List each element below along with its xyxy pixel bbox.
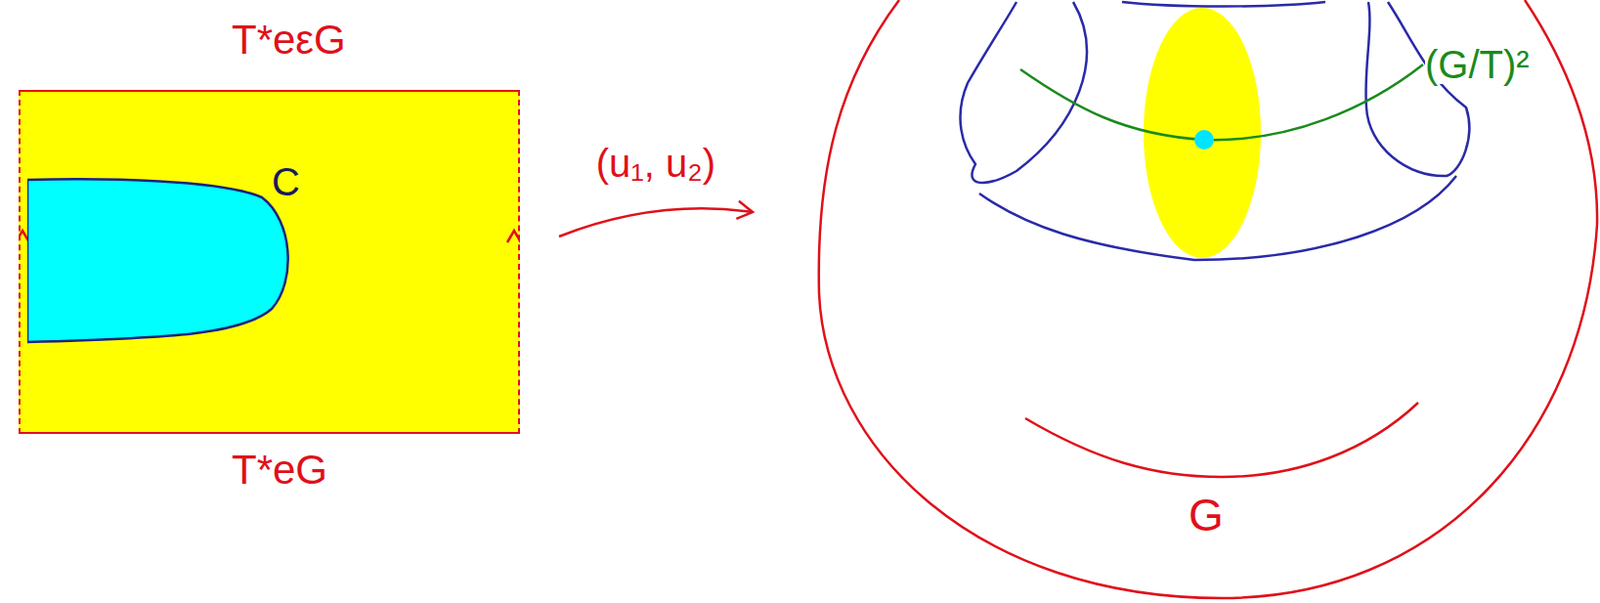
up-arrow bbox=[507, 230, 520, 243]
torus-left-loop bbox=[959, 1, 1086, 183]
torus-right-loop bbox=[1365, 1, 1470, 176]
group-label: G bbox=[1188, 492, 1224, 538]
cyan-region: C bbox=[27, 177, 294, 345]
region-outline bbox=[27, 177, 294, 345]
cotangent-strip: T*eεGT*eGC bbox=[18, 89, 520, 434]
cyan-point bbox=[1194, 129, 1214, 150]
curve-label: (G/T)² bbox=[1425, 44, 1530, 85]
red-arc bbox=[1025, 402, 1419, 477]
region-label: C bbox=[271, 162, 301, 202]
map-label: (u₁, u₂) bbox=[596, 143, 716, 183]
group-boundary bbox=[819, 0, 1598, 599]
space-label: T*eG bbox=[231, 449, 328, 491]
yellow-fibre bbox=[1143, 7, 1261, 259]
region-shape bbox=[27, 178, 289, 343]
arrow-line bbox=[559, 208, 753, 237]
arrow-head bbox=[735, 201, 753, 219]
group-outline: G bbox=[816, 0, 1600, 603]
map-arrow bbox=[559, 201, 753, 237]
torus-top-arc bbox=[1122, 1, 1326, 7]
green-curve bbox=[1020, 64, 1424, 140]
space-label: T*eεG bbox=[231, 19, 346, 61]
